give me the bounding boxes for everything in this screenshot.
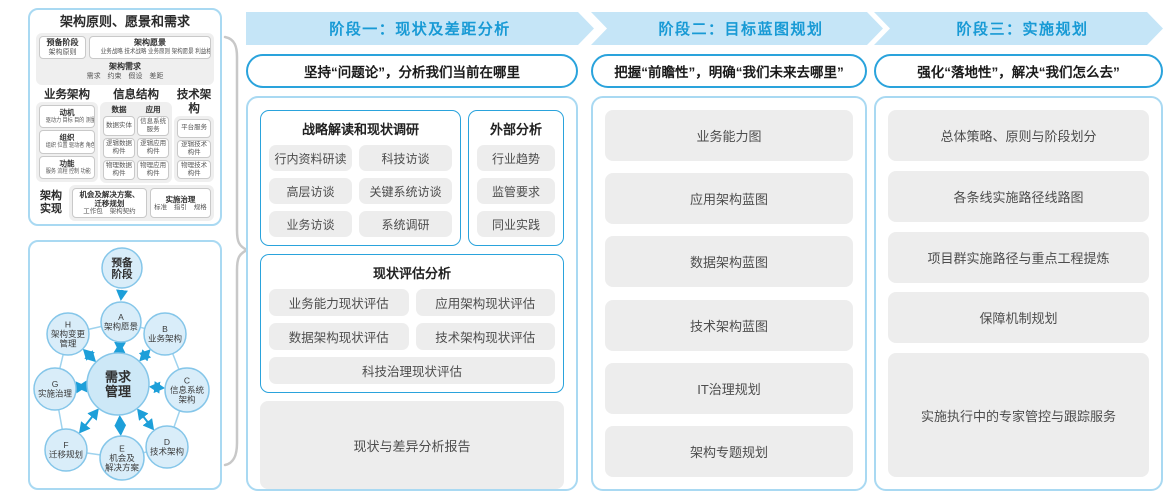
research-item: 科技访谈 [359,145,452,171]
data-item: 物理数据构件 [103,160,136,180]
phase2-item: 架构专题规划 [605,425,853,477]
phase3-column: 阶段三：实施规划 强化“落地性”，解决“我们怎么去” 总体策略、原则与阶段划分 … [874,8,1163,491]
architecture-framework-panel: 架构原则、愿景和需求 预备阶段 架构原则 架构愿景 业务战略 技术战略 业务原则… [28,8,222,226]
opportunities-migration-box: 机会及解决方案、 迁移规划 工作包 架构契约 [72,188,147,218]
requirements-box: 架构需求 需求 约束 假设 差距 [39,61,211,82]
svg-text:需求管理: 需求管理 [105,369,132,399]
assessment-group: 现状评估分析 业务能力现状评估 应用架构现状评估 数据架构现状评估 技术架构现状… [260,254,564,393]
app-item: 物理应用构件 [137,160,170,180]
vision-requirements-section: 预备阶段 架构原则 架构愿景 业务战略 技术战略 业务原则 架构愿景 利益相关者… [36,33,214,85]
assessment-item: 业务能力现状评估 [269,289,409,316]
tech-item: 物理技术构件 [177,160,211,180]
business-architecture-title: 业务架构 [44,89,90,101]
implementation-governance-box: 实施治理 标准 指引 规格 [149,188,211,218]
phase3-item: 项目群实施路径与重点工程提炼 [888,231,1149,283]
assessment-item-full: 科技治理现状评估 [269,357,555,384]
external-item: 监管要求 [477,178,555,204]
organization-box: 组织 组织 位置 驱动者 角色 [39,130,95,154]
external-item: 同业实践 [477,211,555,237]
strategy-research-group: 战略解读和现状调研 行内资料研读 科技访谈 高层访谈 关键系统访谈 业务访谈 系… [260,110,461,246]
phase2-item: 数据架构蓝图 [605,236,853,288]
svg-text:预备阶段: 预备阶段 [112,256,133,280]
information-structure-column: 信息结构 数据 数据实体 逻辑数据构件 物理数据构件 应用 信息系统服务 逻辑应… [100,88,173,183]
technical-architecture-title: 技术架构 [176,89,212,115]
phase2-item: 技术架构蓝图 [605,299,853,351]
framework-title: 架构原则、愿景和需求 [59,14,190,29]
app-item: 逻辑应用构件 [137,138,170,158]
phase3-banner: 阶段三：实施规划 [874,12,1163,45]
research-item: 高层访谈 [269,178,353,204]
business-architecture-column: 业务架构 动机 驱动力 目标 目的 测量 组织 组织 位置 驱动者 角色 功能 … [36,88,98,182]
prep-phase-sub: 架构原则 [48,49,77,56]
tech-item: 逻辑技术构件 [177,139,211,159]
phase2-column: 阶段二：目标蓝图规划 把握“前瞻性”，明确“我们未来去哪里” 业务能力图 应用架… [591,8,867,491]
implementation-label: 架构 实现 [40,190,62,215]
architecture-implementation-row: 架构 实现 机会及解决方案、 迁移规划 工作包 架构契约 实施治理 标准 指引 … [36,185,214,221]
requirements-title: 架构需求 [109,62,141,71]
phase2-subtitle: 把握“前瞻性”，明确“我们未来去哪里” [591,54,867,88]
phase2-content: 业务能力图 应用架构蓝图 数据架构蓝图 技术架构蓝图 IT治理规划 架构专题规划 [591,96,867,491]
phase1-banner: 阶段一：现状及差距分析 [246,12,594,45]
assessment-item: 数据架构现状评估 [269,323,409,350]
requirements-items: 需求 约束 假设 差距 [86,73,164,80]
research-item: 业务访谈 [269,211,353,237]
data-subcolumn: 数据 数据实体 逻辑数据构件 物理数据构件 [103,105,136,180]
information-structure-title: 信息结构 [113,89,160,101]
phase3-content: 总体策略、原则与阶段划分 各条线实施路径线路图 项目群实施路径与重点工程提炼 保… [874,96,1163,491]
research-item: 关键系统访谈 [359,178,452,204]
technical-architecture-column: 技术架构 平台服务 逻辑技术构件 物理技术构件 [174,88,214,182]
phase2-item: 应用架构蓝图 [605,173,853,225]
tech-item: 平台服务 [177,119,211,138]
external-analysis-group: 外部分析 行业趋势 监管要求 同业实践 [468,110,564,246]
phase2-item: 业务能力图 [605,110,853,161]
function-box: 功能 服务 流程 控制 功能 [39,155,95,179]
application-subcolumn: 应用 信息系统服务 逻辑应用构件 物理应用构件 [137,105,170,180]
phase3-item: 总体策略、原则与阶段划分 [888,110,1149,161]
phase2-item: IT治理规划 [605,362,853,414]
assessment-item: 应用架构现状评估 [415,289,555,316]
motivation-box: 动机 驱动力 目标 目的 测量 [39,105,95,129]
research-item: 系统调研 [359,211,452,237]
data-item: 数据实体 [103,116,136,136]
vision-title: 架构愿景 [134,38,166,47]
external-item: 行业趋势 [477,145,555,171]
prep-phase-title: 预备阶段 [46,38,79,47]
phase3-item: 各条线实施路径线路图 [888,170,1149,222]
assessment-item: 技术架构现状评估 [415,323,555,350]
app-item: 信息系统服务 [137,116,170,136]
phase2-banner: 阶段二：目标蓝图规划 [591,12,883,45]
gap-analysis-report-box: 现状与差异分析报告 [260,401,564,489]
vision-items: 业务战略 技术战略 业务原则 架构愿景 利益相关者 [100,48,211,55]
phase1-column: 阶段一：现状及差距分析 坚持“问题论”，分析我们当前在哪里 战略解读和现状调研 … [246,8,578,491]
prep-phase-box: 预备阶段 架构原则 [39,36,86,59]
phase3-item: 保障机制规划 [888,292,1149,344]
architecture-domains-row: 业务架构 动机 驱动力 目标 目的 测量 组织 组织 位置 驱动者 角色 功能 … [36,88,214,183]
data-item: 逻辑数据构件 [103,138,136,158]
research-item: 行内资料研读 [269,145,353,171]
phase1-subtitle: 坚持“问题论”，分析我们当前在哪里 [246,54,578,88]
phase3-subtitle: 强化“落地性”，解决“我们怎么去” [874,54,1163,88]
phase1-content: 战略解读和现状调研 行内资料研读 科技访谈 高层访谈 关键系统访谈 业务访谈 系… [246,96,578,491]
vision-box: 架构愿景 业务战略 技术战略 业务原则 架构愿景 利益相关者 [89,36,211,59]
phase3-item-big: 实施执行中的专家管控与跟踪服务 [888,353,1149,477]
